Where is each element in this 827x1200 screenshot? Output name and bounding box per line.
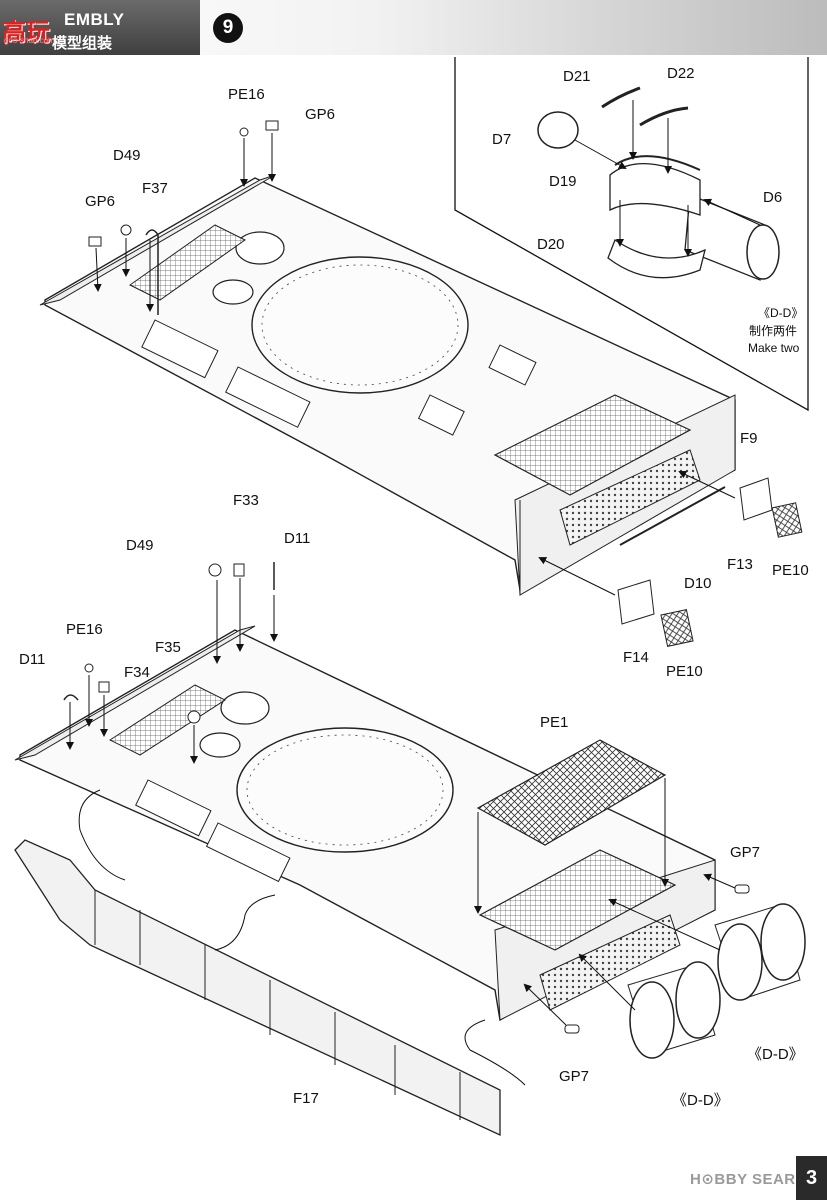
label-gp6-top: GP6 xyxy=(305,106,335,123)
lower-hull-drawing xyxy=(14,562,806,1137)
label-d20: D20 xyxy=(537,236,565,253)
section-title-en: EMBLY xyxy=(64,10,125,29)
detail-dd-frame xyxy=(454,57,809,412)
hobby-search-watermark: H⊙BBY SEARCH xyxy=(690,1171,819,1188)
section-title-block: EMBLY 模型组装 xyxy=(0,0,200,55)
label-pe10-top: PE10 xyxy=(772,562,809,579)
label-f34: F34 xyxy=(124,664,150,681)
label-f9: F9 xyxy=(740,430,758,447)
label-pe10-mid: PE10 xyxy=(666,663,703,680)
label-pe16-top: PE16 xyxy=(228,86,265,103)
section-title-cn: 模型组装 xyxy=(52,35,113,52)
label-d19: D19 xyxy=(549,173,577,190)
label-dd-bottom: 《D-D》 xyxy=(672,1092,729,1109)
watermark-url: goo-shan.com xyxy=(4,36,55,45)
label-dd-right: 《D-D》 xyxy=(747,1046,804,1063)
label-dd-view: 《D-D》 xyxy=(758,306,803,320)
label-pe1: PE1 xyxy=(540,714,568,731)
label-f35: F35 xyxy=(155,639,181,656)
label-f33: F33 xyxy=(233,492,259,509)
label-d11-left: D11 xyxy=(19,651,45,668)
label-pe16-bottom: PE16 xyxy=(66,621,103,638)
step-number-badge: 9 xyxy=(213,13,243,43)
label-gp6-left: GP6 xyxy=(85,193,115,210)
label-d6: D6 xyxy=(763,189,782,206)
label-f14: F14 xyxy=(623,649,649,666)
detail-dd-drawing xyxy=(537,86,780,281)
label-f13: F13 xyxy=(727,556,753,573)
label-make-two-en: Make two xyxy=(748,341,800,355)
label-gp7-right: GP7 xyxy=(730,844,760,861)
label-d22: D22 xyxy=(667,65,695,82)
label-gp7-bottom: GP7 xyxy=(559,1068,589,1085)
label-f37: F37 xyxy=(142,180,168,197)
part-labels: PE16 GP6 D49 GP6 F37 D21 D22 D7 D19 D6 D… xyxy=(19,65,809,1109)
page-number: 3 xyxy=(796,1156,827,1200)
label-d10: D10 xyxy=(684,575,712,592)
label-d49-bottom: D49 xyxy=(126,537,154,554)
label-f17: F17 xyxy=(293,1090,319,1107)
page-header: EMBLY 模型组装 高玩 goo-shan.com 9 xyxy=(0,0,827,55)
label-make-two-cn: 制作两件 xyxy=(749,324,797,338)
upper-hull-drawing xyxy=(39,120,803,647)
label-d21: D21 xyxy=(563,68,591,85)
watermark-logo: 高玩 xyxy=(2,19,50,46)
label-d11-top: D11 xyxy=(284,530,310,547)
label-d49-top: D49 xyxy=(113,147,141,164)
label-d7: D7 xyxy=(492,131,511,148)
